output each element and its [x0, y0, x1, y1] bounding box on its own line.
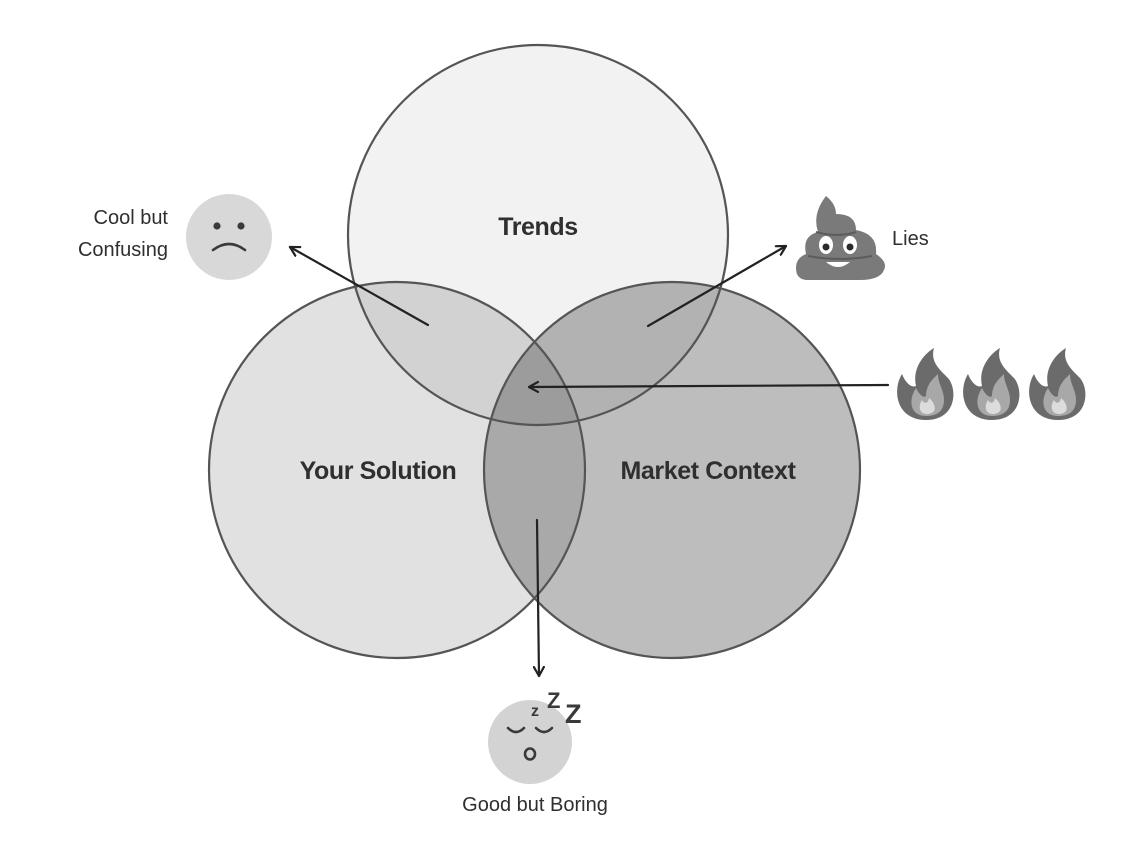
arrow-to-cool-but-confusing [288, 245, 430, 327]
zzz-small: z [531, 703, 539, 720]
label-your-solution: Your Solution [300, 457, 457, 485]
circle-solution-outline [207, 280, 587, 660]
sleeping-face-icon [488, 700, 572, 784]
label-good-but-boring: Good but Boring [462, 794, 608, 816]
fire-icon [963, 348, 1020, 420]
label-market-context: Market Context [621, 457, 797, 485]
arrow-from-fire [527, 385, 890, 387]
overlap-trends-market [484, 282, 728, 425]
fire-icon [897, 348, 954, 420]
label-cool-but: Cool but [94, 207, 169, 229]
label-trends: Trends [498, 213, 578, 241]
poop-icon [796, 196, 885, 280]
zzz-large: Z [565, 699, 582, 729]
zzz-medium: Z [547, 688, 560, 713]
circle-market-outline [482, 280, 862, 660]
circle-trends-outline [346, 43, 730, 427]
label-lies: Lies [892, 228, 929, 250]
fire-group [897, 348, 1086, 420]
fire-icon [1029, 348, 1086, 420]
sad-face-icon [186, 194, 272, 280]
arrow-to-lies [646, 244, 788, 328]
overlap-trends-solution [348, 282, 585, 425]
zzz-icon: z Z Z [531, 688, 582, 729]
label-confusing: Confusing [78, 239, 168, 261]
arrow-to-good-but-boring [537, 518, 539, 678]
